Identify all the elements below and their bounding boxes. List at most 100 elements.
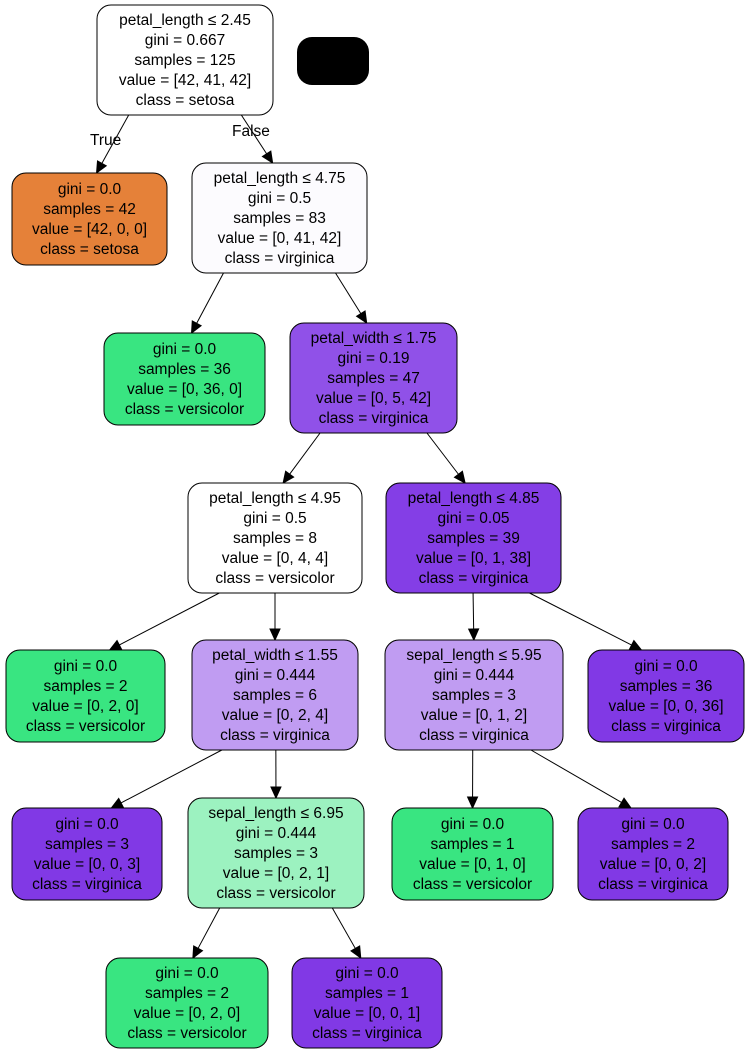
node-text-line: samples = 1 bbox=[325, 985, 409, 1002]
node-text-line: sepal_length ≤ 5.95 bbox=[406, 647, 541, 664]
edge-line bbox=[335, 272, 362, 314]
node-text-line: class = setosa bbox=[40, 241, 139, 258]
node-text-line: samples = 36 bbox=[620, 678, 713, 695]
node-text-line: gini = 0.5 bbox=[243, 510, 306, 527]
node-box bbox=[187, 482, 363, 594]
node-text-line: class = virginica bbox=[319, 410, 429, 427]
node-text-line: samples = 3 bbox=[234, 845, 318, 862]
edge-line bbox=[197, 907, 221, 949]
node-box bbox=[96, 4, 274, 116]
arrowhead bbox=[270, 786, 282, 800]
arrowhead bbox=[190, 320, 203, 335]
node-box bbox=[5, 649, 166, 743]
arrowhead bbox=[467, 628, 480, 642]
node-text-line: value = [0, 0, 3] bbox=[34, 856, 140, 873]
tree-node: gini = 0.0 samples = 3 value = [0, 0, 3] cl… bbox=[11, 807, 163, 901]
node-text-line: value = [0, 36, 0] bbox=[127, 381, 242, 398]
arrowhead bbox=[192, 945, 204, 960]
node-text-line: value = [0, 4, 4] bbox=[222, 550, 328, 567]
arrowhead bbox=[261, 150, 274, 165]
arrowhead bbox=[453, 470, 466, 484]
node-text-line: value = [42, 0, 0] bbox=[32, 221, 147, 238]
node-text-line: gini = 0.444 bbox=[235, 667, 316, 684]
node-text-line: class = versicolor bbox=[127, 1025, 246, 1042]
node-text-line: class = virginica bbox=[419, 727, 529, 744]
edge-line bbox=[530, 749, 622, 803]
edge-label: False bbox=[232, 123, 270, 140]
arrowhead bbox=[350, 945, 362, 960]
node-text-line: value = [0, 2, 0] bbox=[32, 698, 138, 715]
node-text-line: gini = 0.0 bbox=[153, 341, 217, 358]
node-text-line: value = [0, 2, 1] bbox=[223, 865, 329, 882]
tree-node: petal_width ≤ 1.55 gini = 0.444 samples = … bbox=[191, 639, 359, 751]
arrowhead bbox=[618, 797, 633, 809]
arrowhead bbox=[108, 639, 123, 651]
node-text-line: gini = 0.0 bbox=[55, 816, 119, 833]
node-text-line: samples = 125 bbox=[134, 52, 235, 69]
node-text-line: samples = 2 bbox=[145, 985, 229, 1002]
edge-line bbox=[101, 114, 130, 164]
node-text-line: class = virginica bbox=[312, 1025, 422, 1042]
redacted-box bbox=[297, 37, 369, 85]
node-text-line: gini = 0.0 bbox=[621, 816, 685, 833]
node-text-line: gini = 0.19 bbox=[338, 350, 410, 367]
node-box bbox=[11, 807, 163, 901]
arrowhead bbox=[355, 310, 368, 325]
arrowhead bbox=[282, 470, 295, 484]
node-text-line: samples = 2 bbox=[43, 678, 127, 695]
node-text-line: value = [0, 0, 1] bbox=[314, 1005, 420, 1022]
node-box bbox=[191, 162, 368, 274]
node-box bbox=[385, 482, 562, 594]
arrowhead bbox=[628, 639, 643, 651]
node-text-line: samples = 6 bbox=[233, 687, 317, 704]
node-text-line: gini = 0.0 bbox=[335, 965, 399, 982]
node-text-line: value = [0, 1, 0] bbox=[419, 856, 525, 873]
node-text-line: gini = 0.0 bbox=[54, 658, 118, 675]
node-text-line: samples = 3 bbox=[432, 687, 516, 704]
node-text-line: value = [0, 0, 36] bbox=[608, 698, 723, 715]
tree-node: gini = 0.0 samples = 1 value = [0, 0, 1] cl… bbox=[291, 957, 443, 1049]
node-text-line: petal_width ≤ 1.55 bbox=[212, 647, 338, 664]
node-box bbox=[391, 807, 554, 901]
node-text-line: petal_length ≤ 4.85 bbox=[408, 490, 540, 507]
node-text-line: class = versicolor bbox=[413, 876, 532, 893]
node-text-line: value = [0, 0, 2] bbox=[600, 856, 706, 873]
node-text-line: petal_width ≤ 1.75 bbox=[311, 330, 437, 347]
edge-line bbox=[331, 907, 356, 949]
node-text-line: class = virginica bbox=[32, 876, 142, 893]
arrowhead bbox=[269, 628, 281, 642]
node-text-line: samples = 3 bbox=[45, 836, 129, 853]
node-text-line: gini = 0.444 bbox=[434, 667, 515, 684]
node-box bbox=[191, 639, 359, 751]
node-text-line: class = setosa bbox=[136, 92, 235, 109]
node-text-line: gini = 0.444 bbox=[236, 825, 317, 842]
node-text-line: petal_length ≤ 4.75 bbox=[214, 170, 346, 187]
node-text-line: samples = 8 bbox=[233, 530, 317, 547]
tree-node: sepal_length ≤ 5.95 gini = 0.444 samples =… bbox=[384, 639, 564, 751]
node-text-line: gini = 0.05 bbox=[438, 510, 510, 527]
edge-line bbox=[289, 432, 321, 475]
node-box bbox=[105, 957, 269, 1049]
node-text-line: gini = 0.0 bbox=[441, 816, 505, 833]
node-box bbox=[577, 807, 729, 901]
node-text-line: class = virginica bbox=[419, 570, 529, 587]
arrowhead bbox=[95, 160, 108, 175]
edge-line bbox=[426, 432, 459, 475]
node-text-line: class = virginica bbox=[611, 718, 721, 735]
node-text-line: class = virginica bbox=[598, 876, 708, 893]
node-text-line: gini = 0.0 bbox=[634, 658, 698, 675]
edge-line bbox=[196, 272, 224, 324]
node-text-line: value = [42, 41, 42] bbox=[119, 72, 251, 89]
edge-line bbox=[472, 592, 475, 630]
